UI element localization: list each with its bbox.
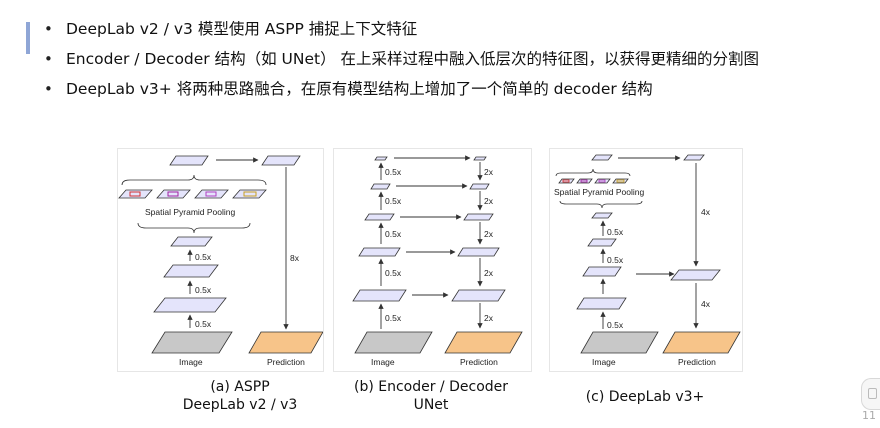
slide-number: 11 bbox=[862, 409, 876, 422]
caption-a-line1: (a) ASPP bbox=[210, 379, 270, 395]
enc-4 bbox=[170, 236, 213, 247]
up-label-5: 2x bbox=[484, 313, 494, 323]
diagram-a: Spatial Pyramid Pooling 0.5x 0.5x 0.5x 8… bbox=[118, 155, 323, 367]
prediction-label: Prediction bbox=[267, 357, 305, 367]
enc-3 bbox=[582, 266, 622, 277]
image-label: Image bbox=[371, 357, 395, 367]
caption-b-line1: (b) Encoder / Decoder bbox=[353, 379, 509, 395]
diagram-b: 0.5x 0.5x 0.5x 0.5x 0.5x 2x 2x 2x 2x 2x … bbox=[352, 155, 523, 367]
dec-5 bbox=[473, 156, 487, 161]
up-label-1: 4x bbox=[701, 207, 711, 217]
caption-c: (c) DeepLab v3+ bbox=[555, 388, 735, 406]
down-label-1: 0.5x bbox=[385, 167, 402, 177]
up-label-2: 2x bbox=[484, 196, 494, 206]
caption-a-line2: DeepLab v2 / v3 bbox=[182, 397, 298, 413]
up-label-4: 2x bbox=[484, 268, 494, 278]
enc-2 bbox=[358, 247, 401, 257]
down-label-3: 0.5x bbox=[195, 319, 212, 329]
spp-label: Spatial Pyramid Pooling bbox=[554, 187, 645, 197]
output-feature bbox=[683, 154, 705, 161]
brace-top bbox=[121, 174, 267, 186]
caption-c-line1: (c) DeepLab v3+ bbox=[585, 389, 705, 405]
down-label-1: 0.5x bbox=[607, 227, 624, 237]
up-label-8x: 8x bbox=[290, 253, 300, 263]
caption-b-line2: UNet bbox=[413, 397, 449, 413]
dec-1 bbox=[451, 289, 506, 302]
pool-4 bbox=[232, 189, 267, 199]
pool-3 bbox=[194, 189, 229, 199]
enc-4 bbox=[587, 238, 617, 247]
enc-1 bbox=[352, 289, 407, 302]
pool-2 bbox=[156, 189, 191, 199]
dec-4 bbox=[469, 183, 490, 190]
enc-2 bbox=[576, 297, 627, 310]
up-label-3: 2x bbox=[484, 229, 494, 239]
enc-4 bbox=[370, 183, 391, 190]
down-label-2: 0.5x bbox=[607, 255, 624, 265]
accent-bar bbox=[26, 22, 30, 54]
enc-3 bbox=[364, 213, 395, 221]
down-label-5: 0.5x bbox=[385, 313, 402, 323]
figure-b-encoder-decoder: 0.5x 0.5x 0.5x 0.5x 0.5x 2x 2x 2x 2x 2x … bbox=[333, 148, 532, 372]
input-image bbox=[580, 331, 659, 354]
down-label-3: 0.5x bbox=[385, 229, 402, 239]
up-label-2: 4x bbox=[701, 299, 711, 309]
down-label-3: 0.5x bbox=[607, 320, 624, 330]
prediction-label: Prediction bbox=[460, 357, 498, 367]
down-label-2: 0.5x bbox=[195, 285, 212, 295]
pool-1 bbox=[118, 189, 153, 199]
figure-a-aspp: Spatial Pyramid Pooling 0.5x 0.5x 0.5x 8… bbox=[117, 148, 324, 372]
caption-b: (b) Encoder / Decoder UNet bbox=[331, 378, 531, 414]
caption-a: (a) ASPP DeepLab v2 / v3 bbox=[150, 378, 330, 414]
prediction-map bbox=[662, 331, 741, 354]
dec-2 bbox=[457, 247, 500, 257]
input-image bbox=[151, 331, 233, 354]
slide-corner-control[interactable] bbox=[861, 378, 880, 410]
enc-3 bbox=[163, 264, 219, 278]
down-label-4: 0.5x bbox=[385, 268, 402, 278]
spp-label: Spatial Pyramid Pooling bbox=[145, 207, 236, 217]
prediction-label: Prediction bbox=[678, 357, 716, 367]
enc-5 bbox=[374, 156, 388, 161]
up-label-1: 2x bbox=[484, 167, 494, 177]
brace-bottom bbox=[559, 200, 643, 209]
down-label-2: 0.5x bbox=[385, 196, 402, 206]
image-label: Image bbox=[179, 357, 203, 367]
bullet-item-3: DeepLab v3+ 将两种思路融合，在原有模型结构上增加了一个简单的 dec… bbox=[40, 74, 759, 104]
brace-top bbox=[555, 168, 631, 177]
enc-aspp-out bbox=[591, 212, 613, 219]
figure-c-deeplab-v3plus: Spatial Pyramid Pooling 0.5x 0.5x 0.5x 4… bbox=[549, 148, 743, 372]
input-image bbox=[354, 331, 433, 354]
output-feature bbox=[261, 155, 301, 166]
image-label: Image bbox=[592, 357, 616, 367]
decoder-feature bbox=[670, 269, 721, 281]
down-label-1: 0.5x bbox=[195, 252, 212, 262]
top-feature bbox=[591, 154, 613, 161]
diagram-c: Spatial Pyramid Pooling 0.5x 0.5x 0.5x 4… bbox=[554, 154, 741, 367]
prediction-map bbox=[444, 331, 523, 354]
top-feature bbox=[169, 155, 209, 166]
prediction-map bbox=[248, 331, 323, 354]
brace-bottom bbox=[137, 222, 251, 234]
bullet-item-1: DeepLab v2 / v3 模型使用 ASPP 捕捉上下文特征 bbox=[40, 14, 759, 44]
dec-3 bbox=[463, 213, 494, 221]
bullet-item-2: Encoder / Decoder 结构（如 UNet） 在上采样过程中融入低层… bbox=[40, 44, 759, 74]
enc-2 bbox=[153, 297, 227, 313]
bullet-list: DeepLab v2 / v3 模型使用 ASPP 捕捉上下文特征 Encode… bbox=[40, 14, 759, 104]
